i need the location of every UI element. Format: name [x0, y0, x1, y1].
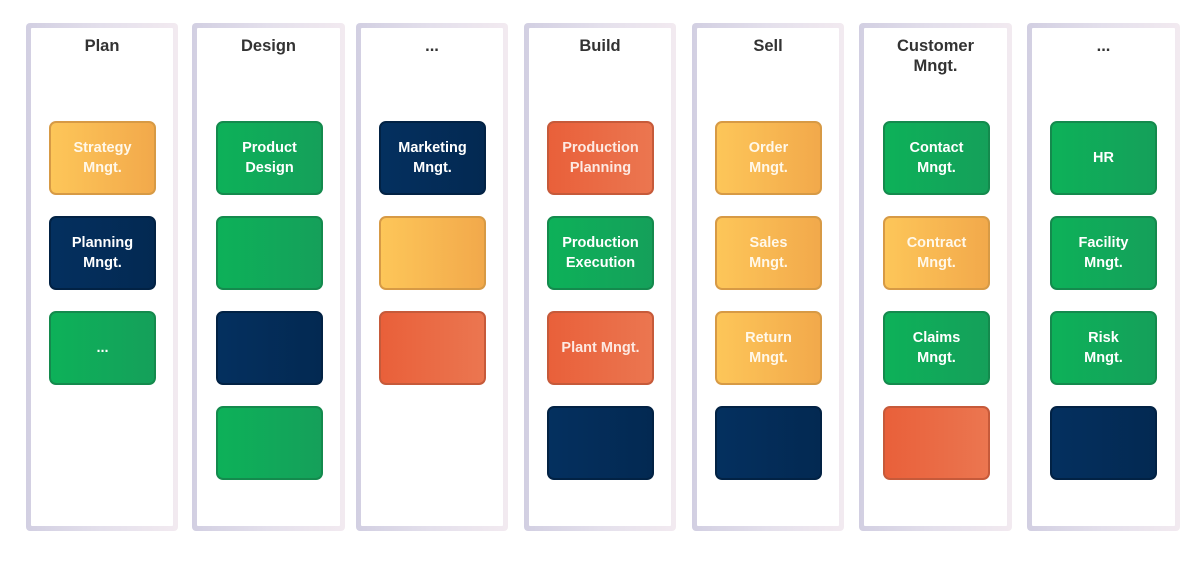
card-claims-mngt[interactable]: Claims Mngt. — [883, 311, 990, 385]
column-plan: Plan Strategy Mngt. Planning Mngt. ... — [26, 23, 178, 531]
column-body: ... HR Facility Mngt. Risk Mngt. — [1032, 28, 1175, 526]
card-product-design[interactable]: Product Design — [216, 121, 323, 195]
card-risk-mngt[interactable]: Risk Mngt. — [1050, 311, 1157, 385]
column-customer-mngt: Customer Mngt. Contact Mngt. Contract Mn… — [859, 23, 1012, 531]
card-hr[interactable]: HR — [1050, 121, 1157, 195]
card-planning-mngt[interactable]: Planning Mngt. — [49, 216, 156, 290]
card-contact-mngt[interactable]: Contact Mngt. — [883, 121, 990, 195]
card-empty[interactable] — [883, 406, 990, 480]
column-body: Build Production Planning Production Exe… — [529, 28, 671, 526]
column-sell: Sell Order Mngt. Sales Mngt. Return Mngt… — [692, 23, 844, 531]
card-empty[interactable] — [216, 406, 323, 480]
card-plant-mngt[interactable]: Plant Mngt. — [547, 311, 654, 385]
column-title: Build — [579, 37, 621, 55]
card-empty[interactable] — [216, 311, 323, 385]
column-body: Design Product Design — [197, 28, 340, 526]
card-empty[interactable] — [715, 406, 822, 480]
card-marketing-mngt[interactable]: Marketing Mngt. — [379, 121, 486, 195]
card-sales-mngt[interactable]: Sales Mngt. — [715, 216, 822, 290]
card-empty[interactable] — [216, 216, 323, 290]
column-ellipsis-2: ... HR Facility Mngt. Risk Mngt. — [1027, 23, 1180, 531]
column-title: Sell — [753, 37, 783, 55]
card-empty[interactable] — [379, 311, 486, 385]
column-title: ... — [425, 37, 439, 55]
column-body: Plan Strategy Mngt. Planning Mngt. ... — [31, 28, 173, 526]
column-build: Build Production Planning Production Exe… — [524, 23, 676, 531]
column-title: ... — [1096, 37, 1111, 55]
card-production-execution[interactable]: Production Execution — [547, 216, 654, 290]
column-body: Sell Order Mngt. Sales Mngt. Return Mngt… — [697, 28, 839, 526]
card-production-planning[interactable]: Production Planning — [547, 121, 654, 195]
column-body: Customer Mngt. Contact Mngt. Contract Mn… — [864, 28, 1007, 526]
column-body: ... Marketing Mngt. — [361, 28, 503, 526]
card-order-mngt[interactable]: Order Mngt. — [715, 121, 822, 195]
card-strategy-mngt[interactable]: Strategy Mngt. — [49, 121, 156, 195]
card-empty[interactable] — [1050, 406, 1157, 480]
card-more[interactable]: ... — [49, 311, 156, 385]
card-facility-mngt[interactable]: Facility Mngt. — [1050, 216, 1157, 290]
column-title: Plan — [84, 37, 120, 55]
column-title: Design — [240, 37, 296, 55]
card-return-mngt[interactable]: Return Mngt. — [715, 311, 822, 385]
card-empty[interactable] — [547, 406, 654, 480]
column-design: Design Product Design — [192, 23, 345, 531]
card-empty[interactable] — [379, 216, 486, 290]
card-contract-mngt[interactable]: Contract Mngt. — [883, 216, 990, 290]
column-ellipsis-1: ... Marketing Mngt. — [356, 23, 508, 531]
column-title: Customer Mngt. — [896, 37, 974, 75]
